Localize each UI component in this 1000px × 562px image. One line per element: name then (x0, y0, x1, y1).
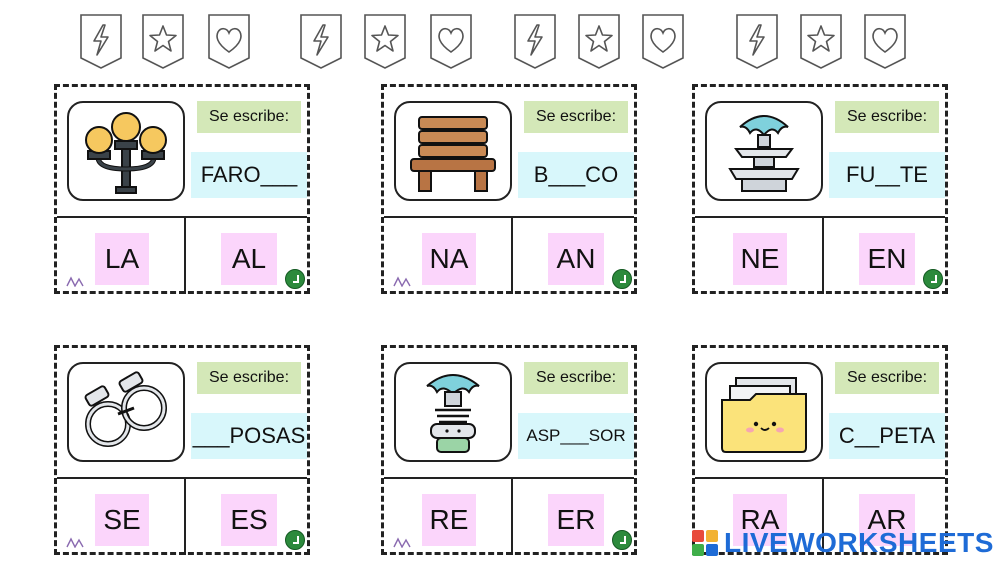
divider (184, 216, 186, 294)
word-to-complete: ___POSAS (191, 413, 307, 459)
picture-frame (67, 101, 185, 201)
star-icon (578, 14, 620, 69)
exercise-card-faro: Se escribe: FARO___ LA AL (54, 84, 310, 294)
bench-icon (410, 116, 496, 192)
divider (822, 216, 824, 294)
check-icon[interactable] (923, 269, 943, 289)
option-button[interactable]: AL (221, 233, 277, 285)
option-button[interactable]: ER (548, 494, 604, 546)
street-lamp-icon (85, 112, 167, 194)
heart-icon (208, 14, 250, 69)
word-to-complete: ASP___SOR (518, 413, 634, 459)
lightning-icon (514, 14, 556, 69)
divider (384, 216, 634, 218)
instruction-label: Se escribe: (524, 362, 628, 394)
divider (695, 216, 945, 218)
word-to-complete: FU__TE (829, 152, 945, 198)
word-to-complete: B___CO (518, 152, 634, 198)
divider (511, 477, 513, 555)
mini-logo-icon (66, 537, 84, 548)
picture-frame (394, 362, 512, 462)
lightning-icon (736, 14, 778, 69)
option-button[interactable]: AR (859, 494, 915, 546)
option-button[interactable]: LA (95, 233, 149, 285)
divider (184, 477, 186, 555)
mini-logo-icon (66, 276, 84, 287)
option-button[interactable]: RA (733, 494, 787, 546)
lightning-icon (300, 14, 342, 69)
option-button[interactable]: NE (733, 233, 787, 285)
heart-icon (864, 14, 906, 69)
option-button[interactable]: NA (422, 233, 476, 285)
exercise-card-aspersor: Se escribe: ASP___SOR RE ER (381, 345, 637, 555)
star-icon (142, 14, 184, 69)
instruction-label: Se escribe: (197, 101, 301, 133)
check-icon[interactable] (612, 530, 632, 550)
picture-frame (67, 362, 185, 462)
heart-icon (430, 14, 472, 69)
exercise-card-esposas: Se escribe: ___POSAS SE ES (54, 345, 310, 555)
exercise-card-fuente: Se escribe: FU__TE NE EN (692, 84, 948, 294)
divider (695, 477, 945, 479)
divider (384, 477, 634, 479)
option-button[interactable]: RE (422, 494, 476, 546)
folder-icon (721, 377, 807, 453)
exercise-card-carpeta: Se escribe: C__PETA RA AR (692, 345, 948, 555)
word-to-complete: FARO___ (191, 152, 307, 198)
liveworksheets-watermark: LIVEWORKSHEETS (692, 527, 994, 558)
liveworksheets-logo-icon (692, 530, 720, 556)
instruction-label: Se escribe: (835, 362, 939, 394)
star-icon (800, 14, 842, 69)
star-icon (364, 14, 406, 69)
divider (511, 216, 513, 294)
heart-icon (642, 14, 684, 69)
option-button[interactable]: AN (548, 233, 604, 285)
mini-logo-icon (393, 276, 411, 287)
divider (822, 477, 824, 555)
check-icon[interactable] (612, 269, 632, 289)
check-icon[interactable] (285, 530, 305, 550)
option-button[interactable]: EN (859, 233, 915, 285)
lightning-icon (80, 14, 122, 69)
picture-frame (705, 101, 823, 201)
sprinkler-icon (426, 374, 480, 453)
check-icon[interactable] (285, 269, 305, 289)
instruction-label: Se escribe: (524, 101, 628, 133)
instruction-label: Se escribe: (835, 101, 939, 133)
word-to-complete: C__PETA (829, 413, 945, 459)
divider (57, 477, 307, 479)
picture-frame (705, 362, 823, 462)
picture-frame (394, 101, 512, 201)
exercise-card-banco: Se escribe: B___CO NA AN (381, 84, 637, 294)
mini-logo-icon (393, 537, 411, 548)
fountain-icon (728, 115, 800, 192)
instruction-label: Se escribe: (197, 362, 301, 394)
divider (57, 216, 307, 218)
option-button[interactable]: ES (221, 494, 277, 546)
handcuffs-icon (84, 371, 167, 447)
watermark-text: LIVEWORKSHEETS (724, 527, 994, 558)
option-button[interactable]: SE (95, 494, 149, 546)
